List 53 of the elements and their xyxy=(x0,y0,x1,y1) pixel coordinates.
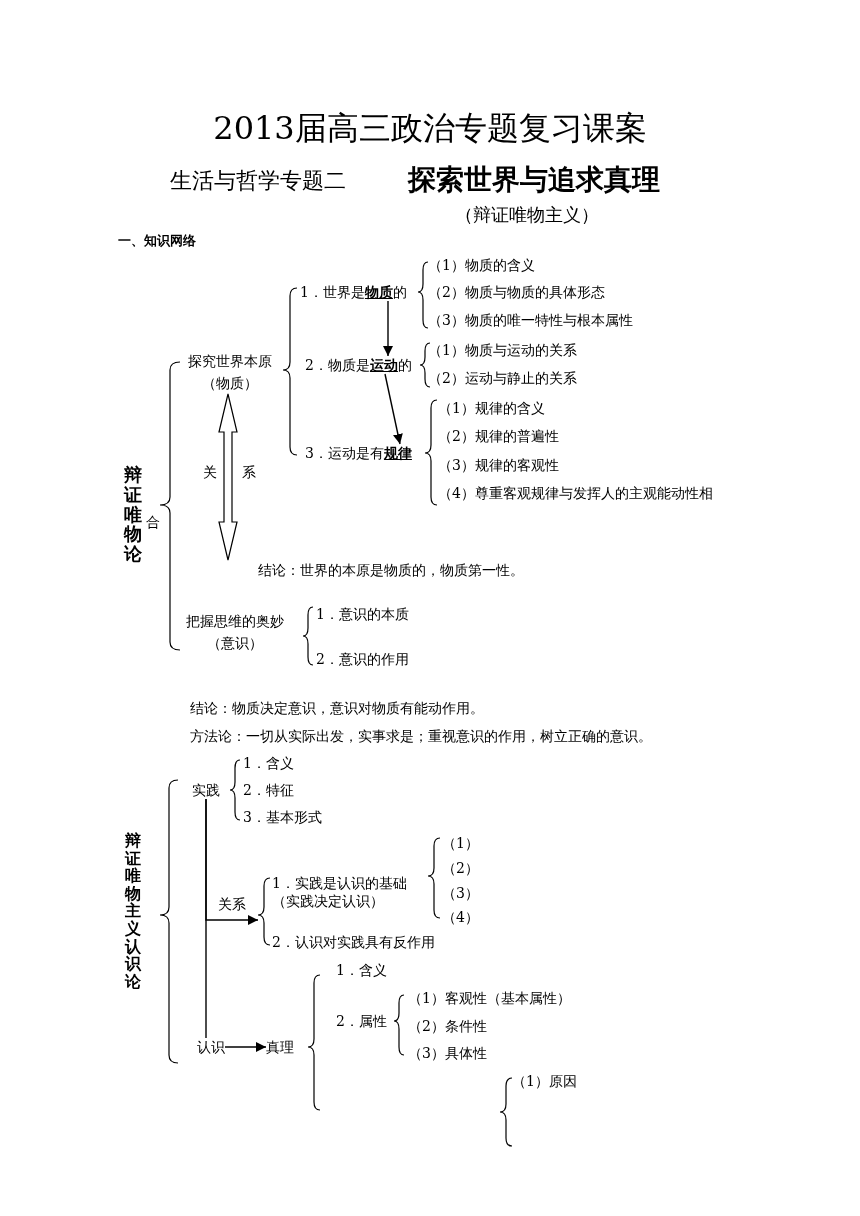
item-text: （4） xyxy=(442,908,479,926)
item-text: （3） xyxy=(442,884,479,902)
item-text: （3）具体性 xyxy=(408,1044,487,1062)
subtitle: （辩证唯物主义） xyxy=(455,203,599,227)
item-text: （2）规律的普遍性 xyxy=(438,427,559,445)
item-text: 2．特征 xyxy=(243,781,294,799)
item-text: 2．认识对实践具有反作用 xyxy=(272,933,435,951)
topic-text: 1．世界是物质的 xyxy=(300,283,407,301)
item-text: （1）物质的含义 xyxy=(428,256,535,274)
item-text: （2）条件性 xyxy=(408,1017,487,1035)
topic-text: 3．运动是有规律 xyxy=(305,444,412,462)
item-text: （2）运动与静止的关系 xyxy=(428,369,577,387)
topic-text: 实践 xyxy=(192,781,220,799)
item-text: 1．含义 xyxy=(336,961,387,979)
item-text: （2） xyxy=(442,859,479,877)
item-text: 合 xyxy=(146,513,160,531)
arrow xyxy=(205,798,259,925)
item-text: 1．含义 xyxy=(243,754,294,772)
item-text: （2）物质与物质的具体形态 xyxy=(428,283,605,301)
page-title: 2013届高三政治专题复习课案 xyxy=(212,108,648,148)
subtitle: 生活与哲学专题二 xyxy=(170,167,346,195)
item-text: 2．意识的作用 xyxy=(316,650,409,668)
method-text: 方法论：一切从实际出发，实事求是；重视意识的作用，树立正确的意识。 xyxy=(190,727,652,745)
arrow xyxy=(384,373,403,445)
item-text: （4）尊重客观规律与发挥人的主观能动性相 xyxy=(438,484,713,502)
item-text: （1） xyxy=(442,834,479,852)
item-text: （1）物质与运动的关系 xyxy=(428,341,577,359)
item-text: 1．意识的本质 xyxy=(316,605,409,623)
item-text: （3）物质的唯一特性与根本属性 xyxy=(428,311,633,329)
item-text: （1）客观性（基本属性） xyxy=(408,989,571,1007)
topic-text: 2．物质是运动的 xyxy=(305,356,412,374)
topic-text: 把握思维的奥妙（意识） xyxy=(185,610,285,654)
item-text: （1）规律的含义 xyxy=(438,399,545,417)
arrow xyxy=(224,1042,267,1052)
item-text: 系 xyxy=(242,463,256,481)
edge-label: 关系 xyxy=(218,895,246,913)
item-text: （3）规律的客观性 xyxy=(438,456,559,474)
item-text: 关 xyxy=(203,463,217,481)
item-text: 3．基本形式 xyxy=(243,808,322,826)
vertical-heading: 辩证唯物论 xyxy=(124,465,142,564)
topic-text: 探究世界本原（物质） xyxy=(185,350,275,394)
topic-text: 真理 xyxy=(266,1038,294,1056)
conclusion-text: 结论：世界的本原是物质的，物质第一性。 xyxy=(258,561,524,579)
topic-text: 认识 xyxy=(197,1038,225,1056)
arrow xyxy=(383,300,393,357)
section-heading: 一、知识网络 xyxy=(118,232,196,250)
item-text: （1）原因 xyxy=(512,1072,577,1090)
topic-heading: 探索世界与追求真理 xyxy=(408,162,660,198)
vertical-heading: 辩证唯物主义认识论 xyxy=(125,832,141,991)
item-text: 2．属性 xyxy=(336,1012,387,1030)
conclusion-text: 结论：物质决定意识，意识对物质有能动作用。 xyxy=(190,699,484,717)
topic-text: 1．实践是认识的基础（实践决定认识） xyxy=(258,874,423,922)
double-arrow xyxy=(218,393,238,561)
